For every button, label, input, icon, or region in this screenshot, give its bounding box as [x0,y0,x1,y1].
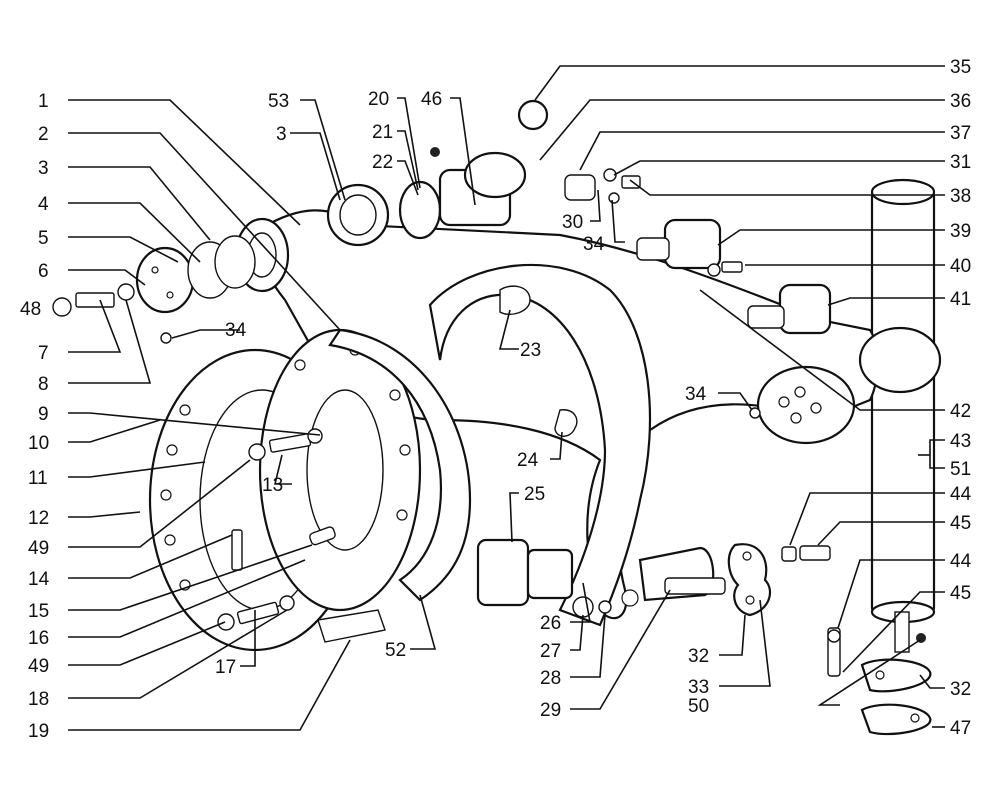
callout-51: 51 [950,459,971,480]
callout-44: 44 [950,484,972,505]
callout-17: 17 [215,657,236,678]
bolt-44-45 [781,545,841,677]
callout-27: 27 [540,641,561,662]
callout-16: 16 [28,628,49,649]
callout-7: 7 [38,343,49,364]
hub-top [326,99,596,247]
callout-34-right: 34 [685,384,707,405]
callout-20: 20 [368,89,389,110]
small-fasteners [217,428,386,643]
callout-52: 52 [385,640,406,661]
brake-caliper [476,538,612,618]
callout-43: 43 [950,431,971,452]
brake-drum [258,328,422,612]
callout-9: 9 [38,404,49,425]
callout-12: 12 [28,508,49,529]
callout-36: 36 [950,91,971,112]
callout-21: 21 [372,122,393,143]
kingpin-tube [870,178,936,653]
callout-24: 24 [517,450,539,471]
callout-2: 2 [38,124,49,145]
callout-3-top: 3 [276,124,287,145]
callout-49b: 49 [28,656,49,677]
callout-32: 32 [688,646,709,667]
callout-34-top: 34 [583,234,605,255]
callout-31: 31 [950,152,971,173]
leader-lines [68,65,945,731]
callout-15: 15 [28,601,49,622]
callout-38: 38 [950,186,971,207]
callout-1: 1 [38,91,49,112]
callout-44b: 44 [950,551,972,572]
callout-labels: 1 2 3 4 5 6 48 7 8 9 10 11 12 49 14 15 1… [20,57,972,742]
callout-22: 22 [372,152,393,173]
callout-10: 10 [28,433,49,454]
callout-37: 37 [950,123,971,144]
callout-8: 8 [38,374,49,395]
callout-47: 47 [950,718,971,739]
callout-53: 53 [268,91,289,112]
callout-5: 5 [38,228,49,249]
bolt-48 [52,283,135,317]
callout-23: 23 [520,340,541,361]
small-fittings [160,147,926,643]
callout-30: 30 [562,212,583,233]
callout-48: 48 [20,299,41,320]
callout-42: 42 [950,401,971,422]
callout-3: 3 [38,158,49,179]
pistons [636,218,832,335]
callout-14: 14 [28,569,50,590]
callout-41: 41 [950,289,971,310]
callout-45: 45 [950,513,971,534]
callout-34-left: 34 [225,320,247,341]
callout-13: 13 [262,475,283,496]
callout-33: 33 [688,677,709,698]
callout-28: 28 [540,668,561,689]
callout-40: 40 [950,256,971,277]
callout-18: 18 [28,689,49,710]
spindle [638,546,726,602]
parts-drawing [52,99,942,736]
brake-shoe-ring [428,263,652,627]
callout-39: 39 [950,221,971,242]
callout-25: 25 [524,484,545,505]
brake-lining [328,328,472,602]
callout-6: 6 [38,261,49,282]
callout-29: 29 [540,700,561,721]
callout-50: 50 [688,696,709,717]
callout-45b: 45 [950,583,971,604]
callout-35: 35 [950,57,971,78]
callout-32-right: 32 [950,679,971,700]
callout-46: 46 [421,89,442,110]
callout-11: 11 [28,468,48,489]
callout-49: 49 [28,538,49,559]
clamp-plates [727,543,772,617]
hub-left [135,235,256,314]
callout-4: 4 [38,194,49,215]
callout-26: 26 [540,613,561,634]
callout-19: 19 [28,721,49,742]
